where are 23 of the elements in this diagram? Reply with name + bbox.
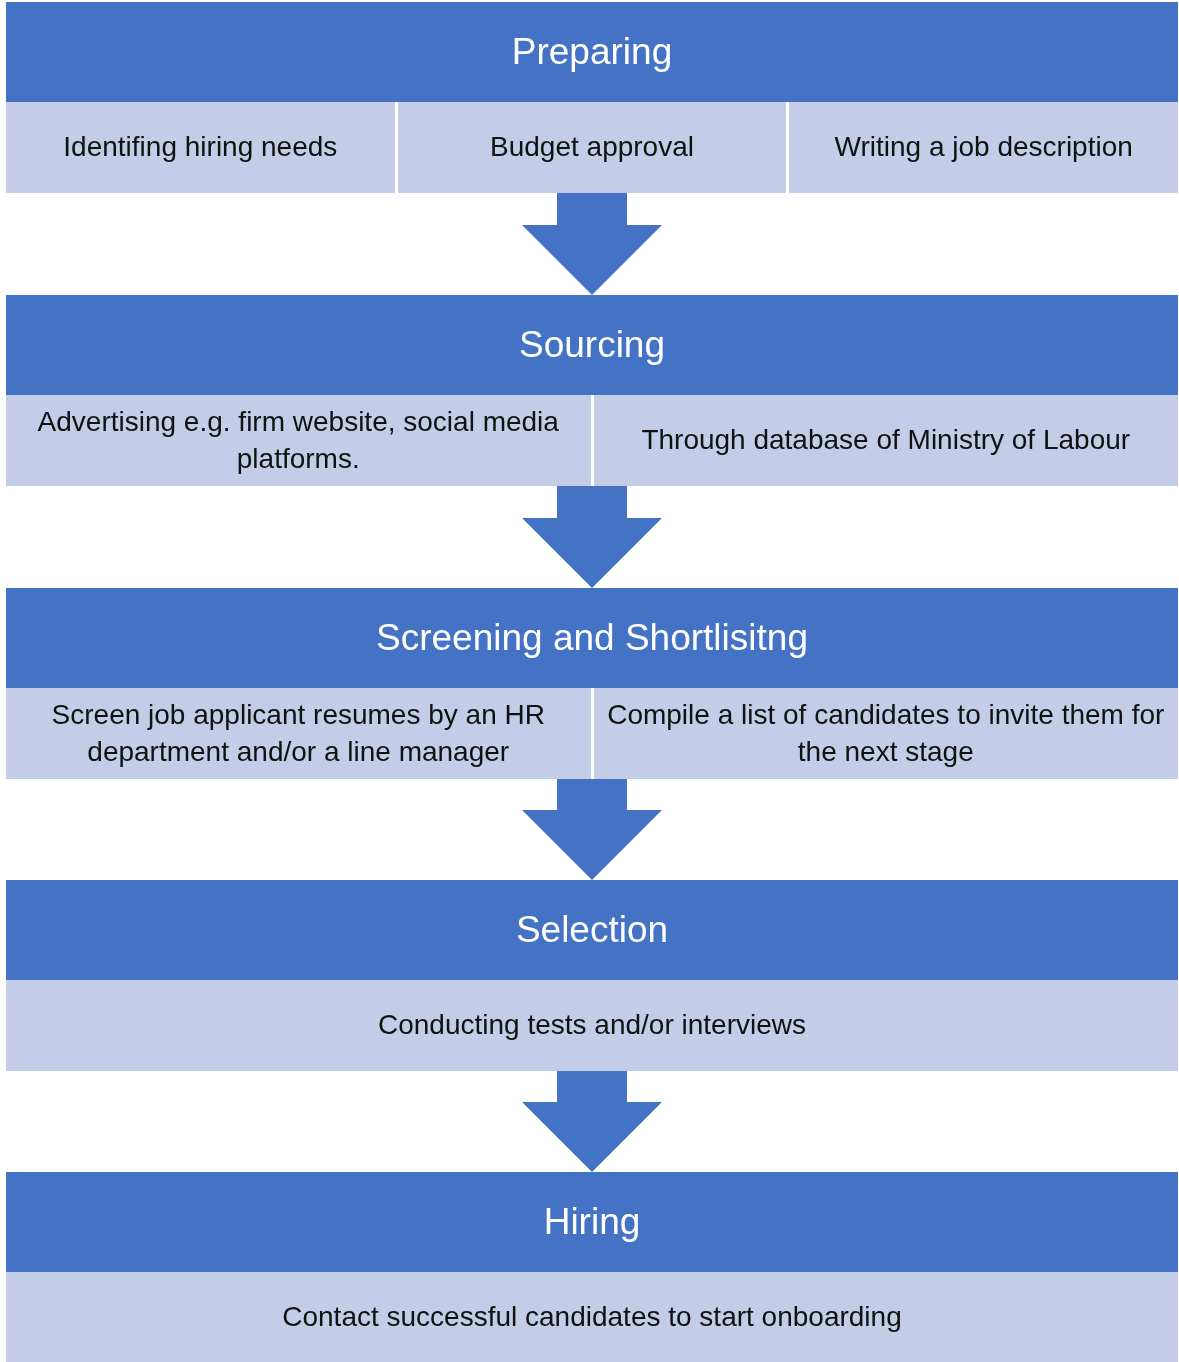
task-box: Conducting tests and/or interviews [6,980,1178,1071]
task-box: Identifing hiring needs [6,102,395,193]
stage-title: Sourcing [519,324,665,366]
task-box: Writing a job description [789,102,1178,193]
task-box: Through database of Ministry of Labour [593,395,1178,486]
stage-panel [6,295,1178,486]
task-box: Advertising e.g. firm website, social media platforms. [6,395,591,486]
stage-panel [6,880,1178,1071]
block-arrow [522,486,662,588]
task-box: Compile a list of candidates to invite them for the next stage [593,688,1178,779]
block-arrow [522,193,662,295]
block-arrow [522,1071,662,1172]
stage-title: Screening and Shortlisitng [376,617,808,659]
stage-panel [6,1172,1178,1362]
task-box: Budget approval [397,102,787,193]
task-box: Screen job applicant resumes by an HR department and/or a line manager [6,688,591,779]
stage-title: Preparing [511,31,673,73]
task-box: Contact successful candidates to start onboarding [6,1272,1178,1362]
stage-panel [6,2,1178,193]
stage-title: Hiring [543,1201,641,1243]
block-arrow [522,779,662,880]
stage-title: Selection [515,909,669,951]
stage-panel [6,588,1178,779]
